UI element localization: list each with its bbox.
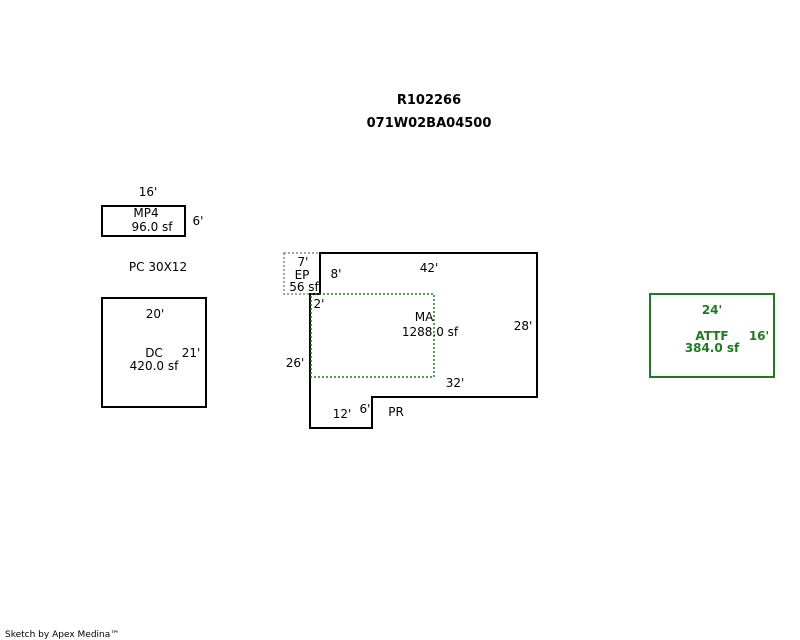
ma-dim-right: 28': [514, 319, 533, 333]
attf-dim-top: 24': [702, 303, 722, 317]
dc-outline: [101, 297, 207, 408]
dc-code: DC: [145, 346, 163, 360]
ma-code: MA: [415, 310, 434, 324]
ma-dim-notch-height: 6': [360, 402, 371, 416]
attf-area: 384.0 sf: [685, 341, 740, 355]
pc-label: PC 30X12: [129, 260, 187, 274]
dc-dim-right: 21': [182, 346, 201, 360]
attf-dim-right: 16': [749, 329, 769, 343]
ma-dim-bottom: 32': [446, 376, 465, 390]
ma-dim-top: 42': [420, 261, 439, 275]
ma-outline: [309, 252, 538, 429]
dc-dim-top: 20': [146, 307, 165, 321]
ep-code: EP: [295, 268, 310, 282]
attf-outline: [649, 293, 775, 378]
mp4-outline: [101, 205, 186, 237]
ma-inner-dotted-area: [310, 293, 435, 378]
map-tax-lot: 071W02BA04500: [367, 116, 492, 131]
account-number: R102266: [397, 93, 461, 108]
mp4-area: 96.0 sf: [131, 220, 173, 234]
sketch-credit: Sketch by Apex Medina™: [5, 630, 119, 640]
ma-dim-step: 2': [314, 297, 325, 311]
ma-area: 1288.0 sf: [402, 325, 459, 339]
dc-area: 420.0 sf: [130, 359, 179, 373]
pr-label: PR: [388, 405, 404, 419]
mp4-dim-right: 6': [193, 214, 204, 228]
ma-dim-notch-width: 12': [333, 407, 352, 421]
mp4-dim-top: 16': [139, 185, 158, 199]
ep-dim-top: 7': [298, 255, 309, 269]
ep-area: 56 sf: [289, 280, 319, 294]
ep-dim-right: 8': [331, 267, 342, 281]
mp4-code: MP4: [133, 206, 158, 220]
attf-code: ATTF: [695, 329, 728, 343]
ma-dim-left: 26': [286, 356, 305, 370]
